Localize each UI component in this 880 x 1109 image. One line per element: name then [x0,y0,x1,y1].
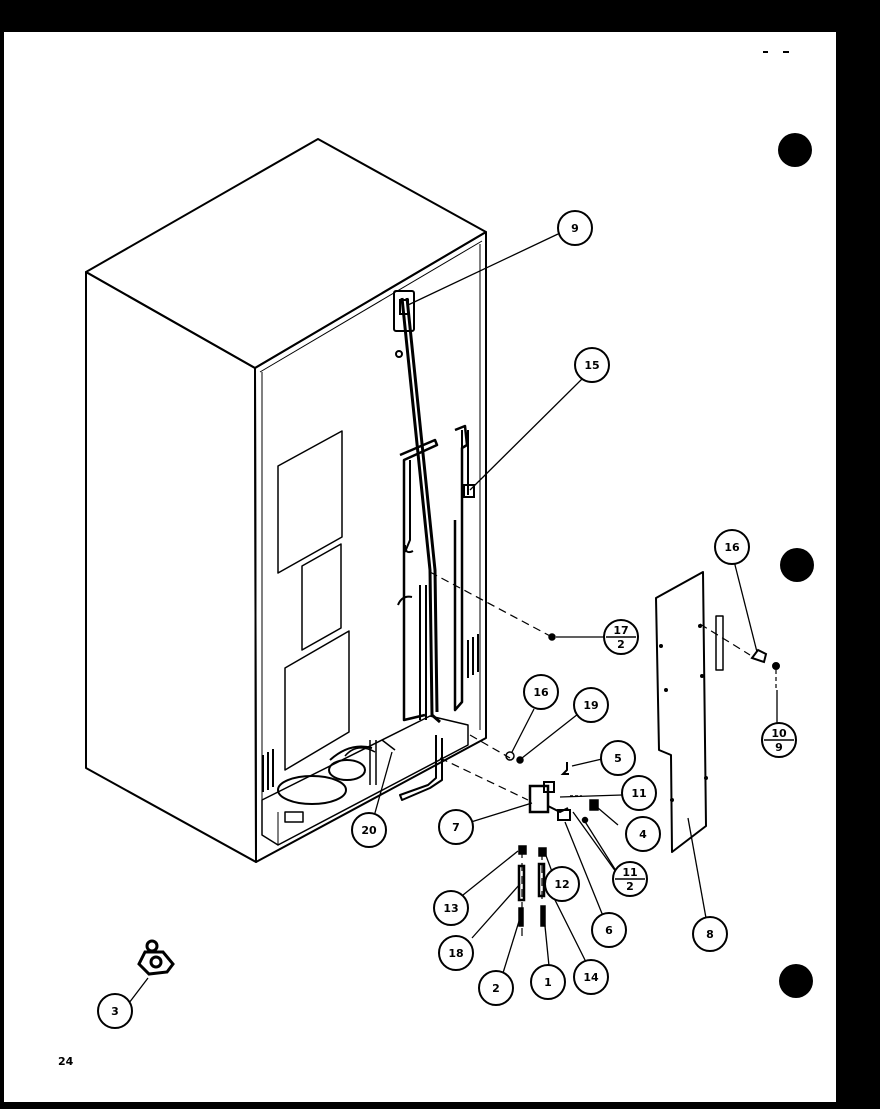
refrigerator-cabinet [85,138,487,863]
cabinet-back-panel [254,231,487,863]
svg-text:18: 18 [448,947,463,960]
callout-14: 14 [573,959,609,995]
callout-11: 11 [621,775,657,811]
access-cover-part-8 [655,571,724,853]
tube-part-18 [517,864,526,902]
water-valve-part-3 [137,939,175,976]
callout-4: 4 [625,816,661,852]
back-label-lower [284,630,350,771]
svg-text:4: 4 [639,828,647,841]
bracket-part-15 [461,430,475,498]
fill-tube-cup [393,290,415,358]
screw-part-17 [548,633,556,641]
svg-text:2: 2 [626,880,634,893]
screw-part-19 [516,756,524,764]
callout-15: 15 [574,347,610,383]
nut-part-12 [538,847,547,857]
callout-20: 20 [351,812,387,848]
binder-holes [778,133,814,998]
callouts: 9 15 16 17 2 10 9 16 19 [97,210,797,1029]
svg-text:11: 11 [631,787,646,800]
svg-text:12: 12 [554,878,569,891]
binder-hole-bottom [779,964,813,998]
callout-17-2: 17 2 [603,619,639,655]
corner-marks [763,51,851,709]
page-number: 24 [58,1055,74,1068]
leader-lines [128,233,778,1004]
callout-5: 5 [600,740,636,776]
callout-16-top-right: 16 [714,529,750,565]
svg-text:2: 2 [617,638,625,651]
svg-text:19: 19 [583,699,598,712]
svg-text:16: 16 [724,541,740,554]
svg-text:11: 11 [622,866,637,879]
svg-text:8: 8 [706,928,714,941]
svg-text:9: 9 [775,741,783,754]
binder-hole-top [778,133,812,167]
svg-text:15: 15 [584,359,599,372]
callout-8: 8 [692,916,728,952]
callout-13: 13 [433,890,469,926]
callout-1: 1 [530,964,566,1000]
callout-10-9: 10 9 [761,722,797,758]
svg-text:9: 9 [571,222,579,235]
callout-6: 6 [591,912,627,948]
svg-text:5: 5 [614,752,622,765]
water-tubing [369,297,469,801]
svg-text:17: 17 [613,624,628,637]
callout-7: 7 [438,809,474,845]
clip-part-16-right [750,648,780,688]
vent-slots-right [467,634,479,678]
svg-text:3: 3 [111,1005,119,1018]
exploded-parts [505,633,599,927]
machine-compartment [261,715,469,846]
insert-part-1 [540,905,546,927]
back-label-middle [301,543,342,651]
spring-part-5 [560,762,569,775]
valve-body-part-7 [528,784,550,814]
cabinet-top [85,138,487,369]
callout-2: 2 [478,970,514,1006]
cabinet-side-panel [85,271,257,863]
tube-part-14 [537,862,546,898]
svg-text:2: 2 [492,982,500,995]
callout-16-center: 16 [523,674,559,710]
vent-slots-left [262,749,274,792]
svg-text:7: 7 [452,821,460,834]
clamp-part-4 [589,799,599,811]
svg-text:20: 20 [361,824,377,837]
callout-18: 18 [438,935,474,971]
svg-text:10: 10 [771,727,787,740]
fitting-part-6 [557,809,571,821]
svg-text:13: 13 [443,902,458,915]
clip-part-16 [505,751,515,761]
svg-text:16: 16 [533,686,549,699]
compressor [277,775,347,805]
svg-text:1: 1 [544,976,552,989]
callout-3: 3 [97,993,133,1029]
back-label-upper [277,430,343,574]
callout-9: 9 [557,210,593,246]
binder-hole-middle [780,548,814,582]
svg-text:6: 6 [605,924,613,937]
svg-text:14: 14 [583,971,599,984]
insert-part-2 [518,907,524,927]
callout-12: 12 [544,866,580,902]
callout-19: 19 [573,687,609,723]
callout-11-2: 11 2 [612,861,648,897]
nut-part-13 [518,845,527,855]
